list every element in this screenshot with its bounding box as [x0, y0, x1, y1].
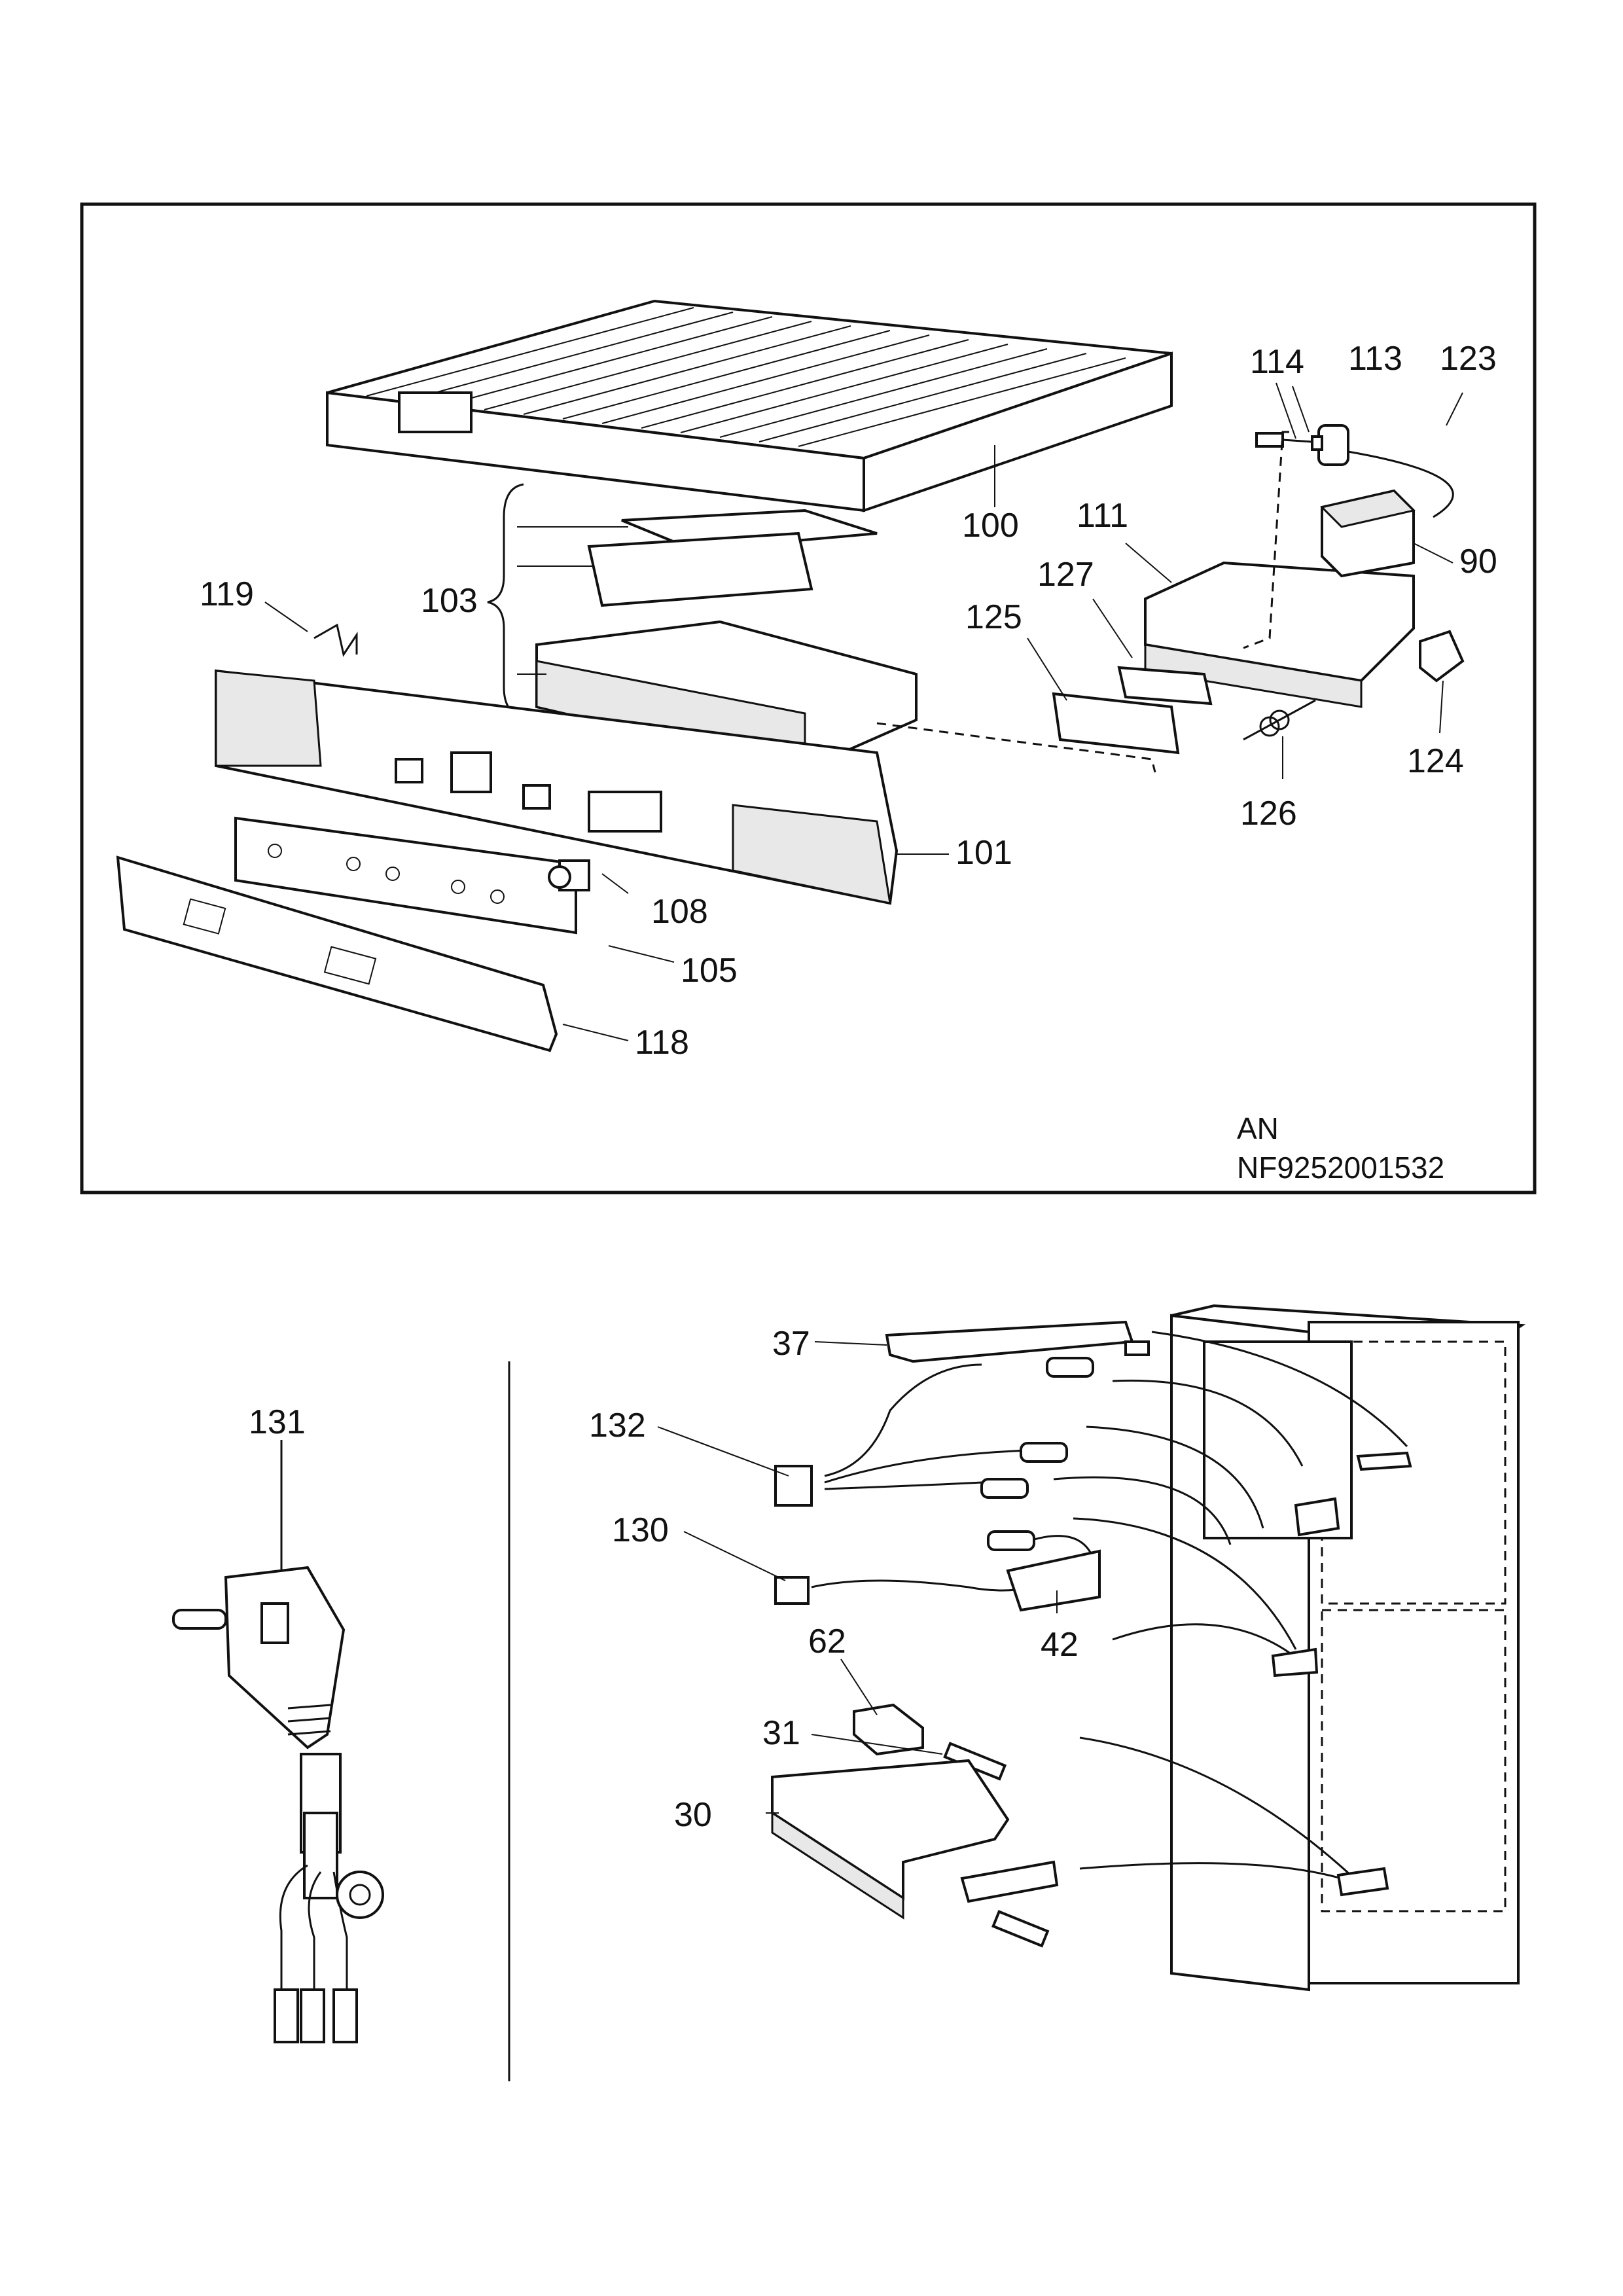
- label-90: 90: [1459, 543, 1497, 581]
- part-fascia: [234, 816, 577, 935]
- dashed-wire-114: [1243, 431, 1289, 649]
- part-bracket-124: [1419, 630, 1465, 683]
- cabinet-mount-parts: [1271, 1451, 1412, 1897]
- leader-lines-bottom: [657, 1341, 1058, 1814]
- label-31: 31: [762, 1714, 800, 1752]
- lang-code: AN: [1237, 1111, 1279, 1145]
- label-114: 114: [1250, 343, 1304, 381]
- label-30: 30: [674, 1796, 712, 1834]
- part-block-62: [853, 1703, 924, 1756]
- part-decor-cover: [116, 855, 558, 1052]
- label-126: 126: [1240, 795, 1297, 833]
- label-37: 37: [772, 1325, 810, 1363]
- label-108: 108: [651, 893, 708, 931]
- label-132: 132: [589, 1407, 646, 1444]
- part-grid-shelf: [326, 299, 1173, 512]
- label-119: 119: [200, 575, 254, 613]
- label-62: 62: [808, 1623, 846, 1660]
- label-123: 123: [1440, 340, 1497, 378]
- routing-arrows: [1053, 1331, 1408, 1886]
- label-42: 42: [1041, 1626, 1079, 1664]
- part-spring-119: [313, 623, 358, 657]
- label-113: 113: [1348, 340, 1402, 378]
- part-cable-113-123: [1255, 424, 1454, 518]
- part-sensor-42: [987, 1530, 1101, 1612]
- dashed-wire-lower: [876, 722, 1156, 773]
- part-sensor-37: [885, 1320, 1150, 1363]
- part-harness-132: [774, 1357, 1094, 1507]
- part-power-cord: [172, 1440, 384, 2043]
- label-101: 101: [955, 834, 1012, 872]
- part-switch-127: [1117, 666, 1213, 706]
- top-panel-frame: [80, 202, 1537, 1194]
- label-118: 118: [635, 1024, 689, 1062]
- label-125: 125: [965, 598, 1022, 636]
- doc-number: NF9252001532: [1237, 1151, 1444, 1185]
- label-105: 105: [681, 952, 738, 990]
- label-103: 103: [421, 582, 478, 620]
- label-127: 127: [1037, 556, 1094, 594]
- part-housing-111: [1144, 561, 1415, 708]
- part-control-board: [535, 509, 918, 771]
- part-lamp-cover-125: [1052, 692, 1180, 755]
- label-111: 111: [1077, 497, 1128, 535]
- part-transformer-90: [1320, 489, 1416, 578]
- label-131: 131: [249, 1403, 306, 1441]
- part-panel-housing: [215, 669, 899, 905]
- leader-lines-top: [264, 382, 1463, 1041]
- label-130: 130: [612, 1511, 669, 1549]
- label-124: 124: [1407, 742, 1464, 780]
- label-100: 100: [962, 507, 1019, 545]
- part-spring-126: [1243, 699, 1316, 741]
- part-bracket-30: [771, 1759, 1059, 1948]
- part-knob: [548, 859, 590, 891]
